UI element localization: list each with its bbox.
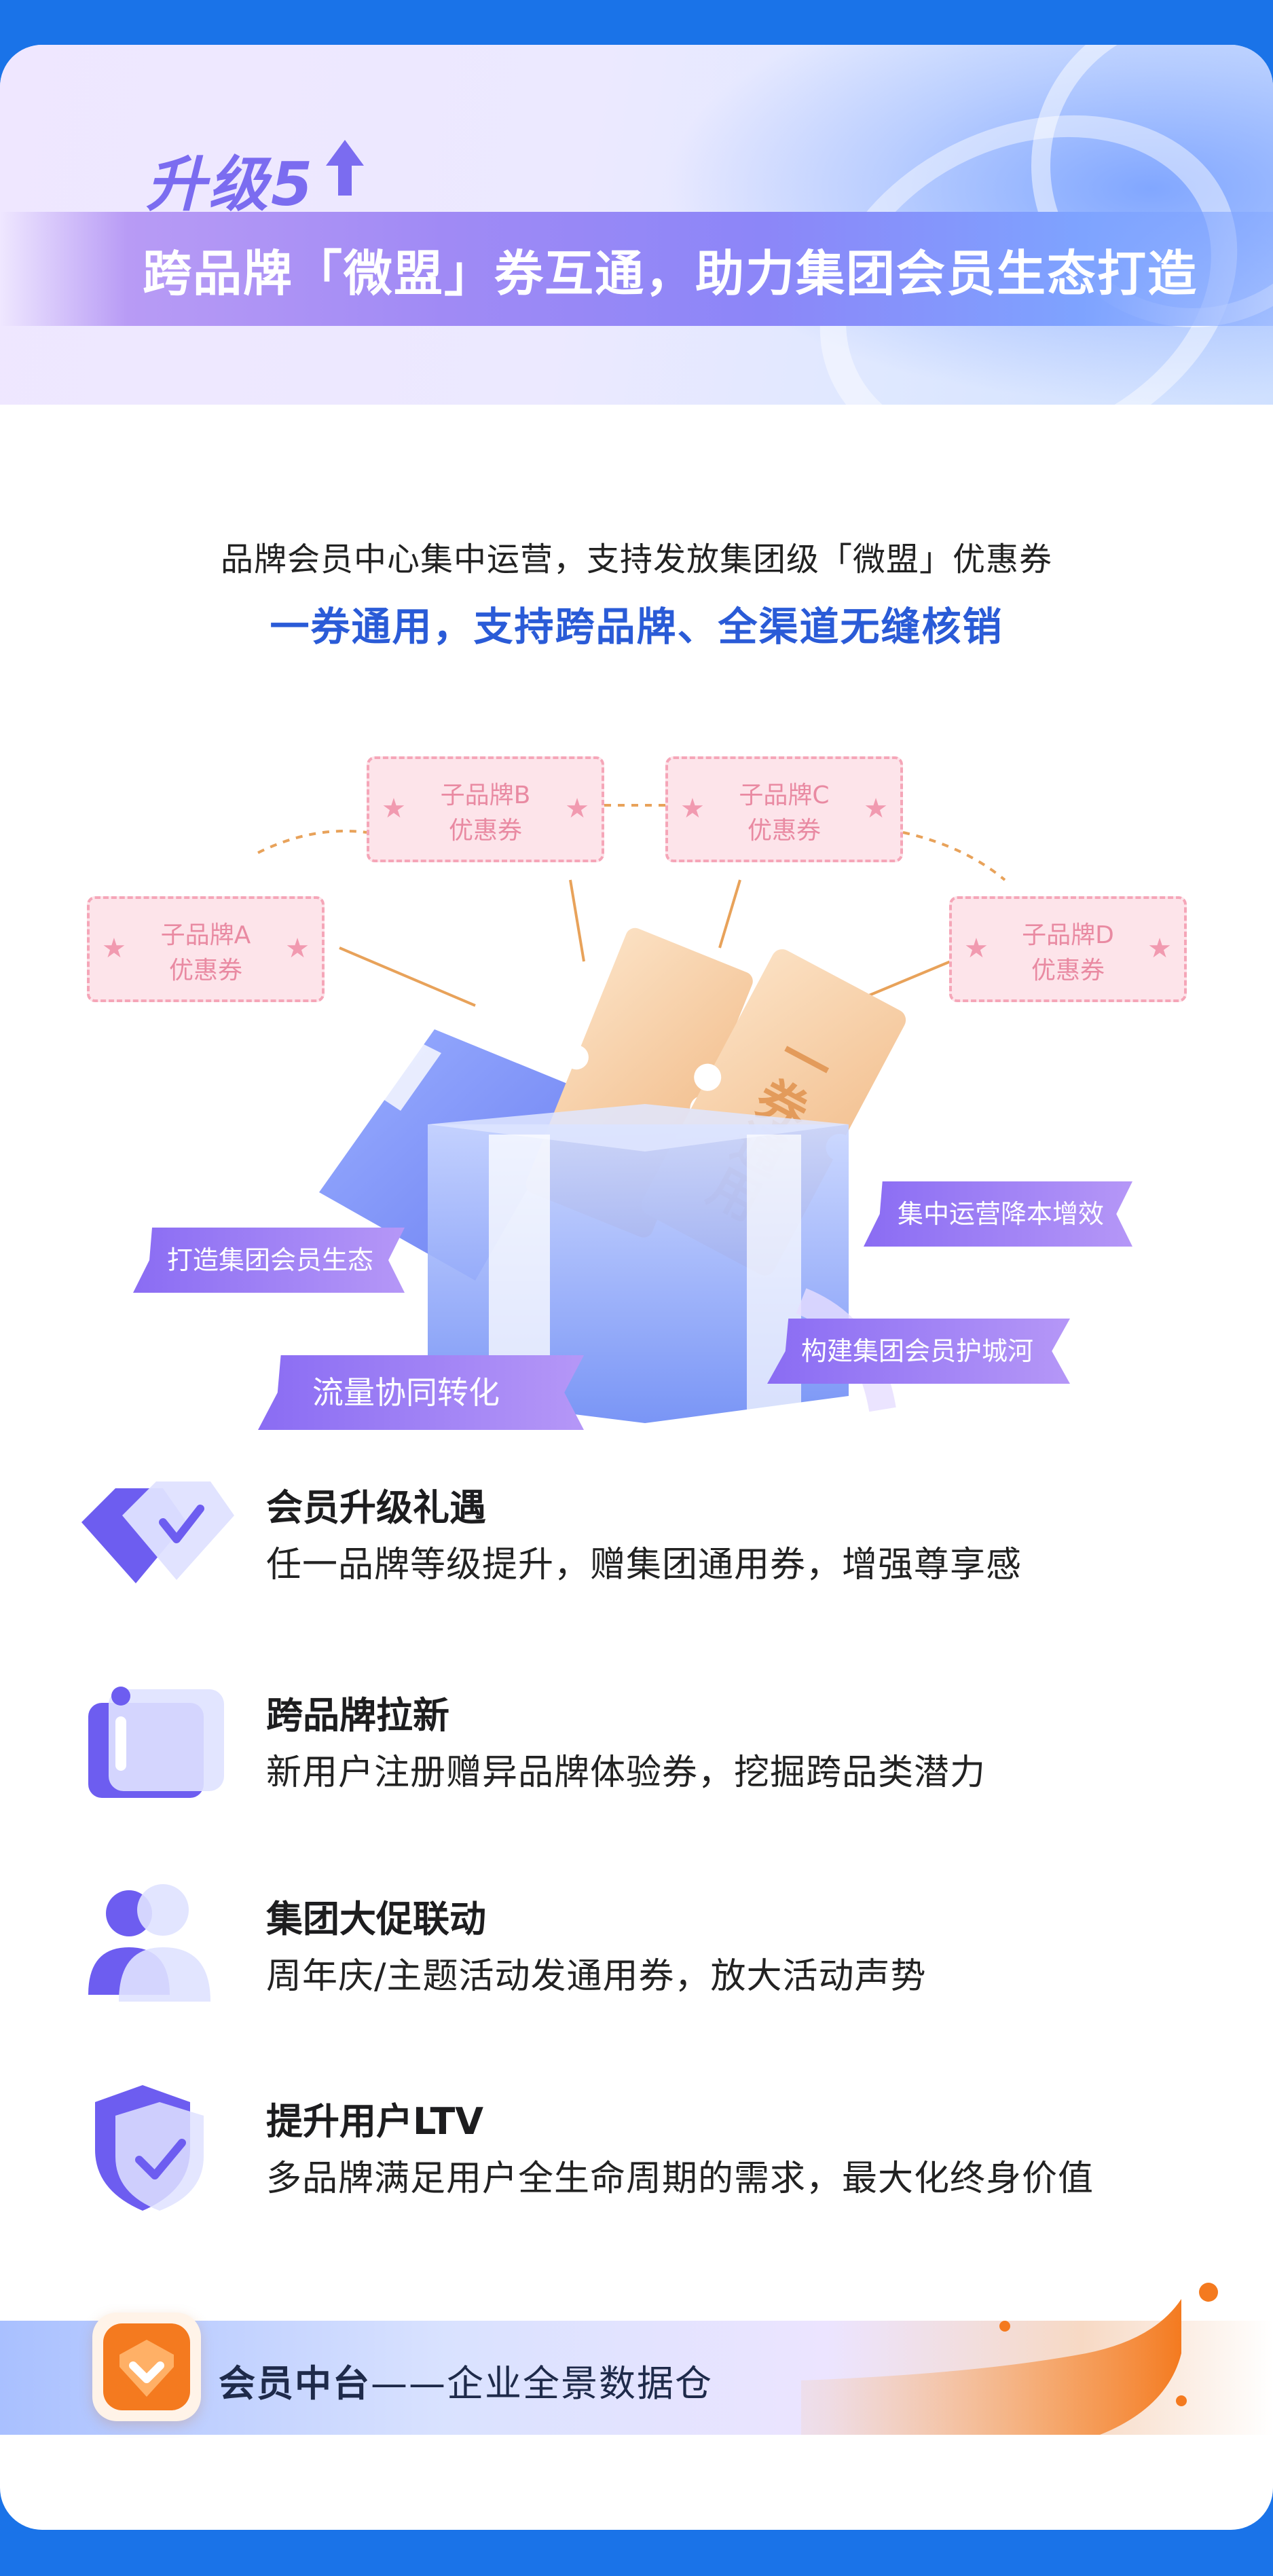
coupon-illustration: ★ ★ 子品牌A 优惠券 ★ ★ 子品牌B 优惠券 ★ ★ 子品牌C 优惠券 ★…: [0, 744, 1273, 1464]
coupon-d: ★ ★ 子品牌D 优惠券: [949, 896, 1187, 1002]
coupon-type: 优惠券: [448, 817, 522, 845]
title-band: [0, 212, 1273, 326]
users-icon: [88, 1884, 210, 2002]
tag-build-ecosystem: 打造集团会员生态: [133, 1228, 405, 1293]
gift-box-illustration: 一券通用: [319, 927, 906, 1423]
feature-title: 提升用户LTV: [266, 2100, 484, 2143]
star-icon: ★: [864, 793, 888, 824]
intro-highlight: 一券通用，支持跨品牌、全渠道无缝核销: [270, 604, 1003, 650]
upgrade-label: 升级5: [146, 149, 316, 219]
feature-item: 跨品牌拉新 新用户注册赠异品牌体验券，挖掘跨品类潜力: [0, 1669, 1273, 1825]
feature-item: 提升用户LTV 多品牌满足用户全生命周期的需求，最大化终身价值: [0, 2075, 1273, 2231]
coupon-c: ★ ★ 子品牌C 优惠券: [665, 756, 903, 862]
feature-desc: 任一品牌等级提升，赠集团通用券，增强尊享感: [266, 1545, 1022, 1585]
feature-title: 集团大促联动: [266, 1898, 486, 1940]
shield-check-icon: [95, 2085, 204, 2211]
diamond-check-icon: [81, 1482, 234, 1583]
feature-item: 集团大促联动 周年庆/主题活动发通用券，放大活动声势: [0, 1873, 1273, 2029]
footer-wave-decoration: [801, 2283, 1218, 2435]
star-icon: ★: [964, 933, 989, 964]
member-center-logo: [92, 2313, 201, 2421]
coupon-type: 优惠券: [747, 817, 821, 845]
footer-slogan: ——企业全景数据仓: [371, 2362, 713, 2405]
coupon-type: 优惠券: [1031, 957, 1105, 985]
coupon-brand: 子品牌C: [739, 781, 830, 809]
coupon-a: ★ ★ 子品牌A 优惠券: [87, 896, 325, 1002]
coupon-brand: 子品牌B: [440, 781, 531, 809]
feature-desc: 新用户注册赠异品牌体验券，挖掘跨品类潜力: [266, 1752, 986, 1793]
tag-moat: 构建集团会员护城河: [767, 1319, 1070, 1384]
footer-text: 会员中台——企业全景数据仓: [219, 2353, 713, 2407]
star-icon: ★: [285, 933, 310, 964]
coupon-brand: 子品牌A: [160, 921, 251, 949]
tag-traffic-conversion: 流量协同转化: [258, 1355, 584, 1430]
feature-desc: 多品牌满足用户全生命周期的需求，最大化终身价值: [266, 2158, 1094, 2199]
feature-title: 会员升级礼遇: [266, 1486, 486, 1529]
coupon-b: ★ ★ 子品牌B 优惠券: [367, 756, 604, 862]
star-icon: ★: [680, 793, 705, 824]
feature-item: 会员升级礼遇 任一品牌等级提升，赠集团通用券，增强尊享感: [0, 1461, 1273, 1617]
tag-centralized-ops: 集中运营降本增效: [864, 1181, 1132, 1247]
logo-icon: [103, 2323, 190, 2410]
footer-brand: 会员中台: [219, 2362, 371, 2405]
star-icon: ★: [382, 793, 406, 824]
coupon-brand: 子品牌D: [1022, 921, 1114, 949]
star-icon: ★: [1147, 933, 1172, 964]
star-icon: ★: [102, 933, 126, 964]
folder-icon: [88, 1687, 224, 1798]
up-arrow-icon: [326, 140, 364, 196]
feature-desc: 周年庆/主题活动发通用券，放大活动声势: [266, 1956, 927, 1997]
star-icon: ★: [565, 793, 589, 824]
content-card: 升级5 跨品牌「微盟」券互通，助力集团会员生态打造 品牌会员中心集中运营，支持发…: [0, 45, 1273, 2530]
feature-title: 跨品牌拉新: [266, 1694, 449, 1737]
page-title: 跨品牌「微盟」券互通，助力集团会员生态打造: [143, 245, 1198, 302]
connector-lines: [257, 804, 1006, 1007]
intro-text: 品牌会员中心集中运营，支持发放集团级「微盟」优惠券: [220, 540, 1052, 578]
coupon-type: 优惠券: [168, 957, 242, 985]
